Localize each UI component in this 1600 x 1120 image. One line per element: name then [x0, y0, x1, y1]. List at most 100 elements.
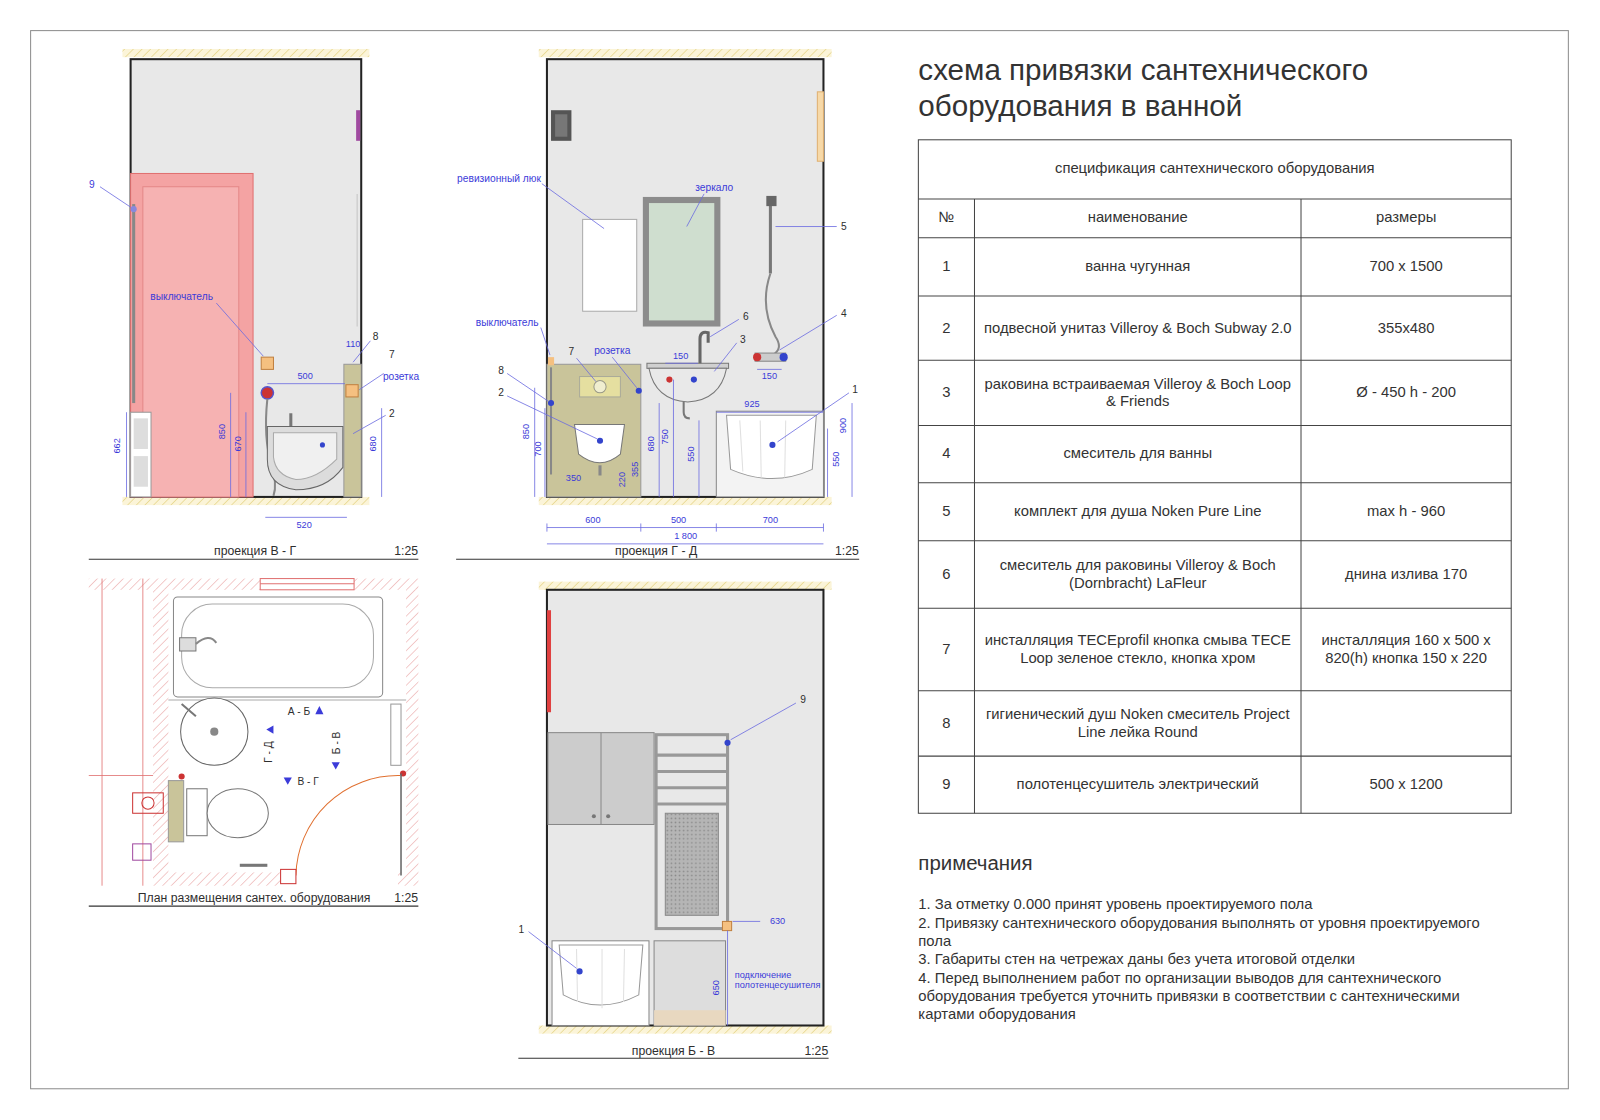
- table-cell: днина излива 170: [1301, 541, 1511, 608]
- elevation-view-g-d-shape: [547, 364, 641, 497]
- elevation-view-g-d: [456, 49, 859, 559]
- elevation-view-b-g-shape: [273, 433, 336, 480]
- dimension-value: 150: [762, 371, 777, 382]
- note-text: 2. Привязку сантехнического оборудования…: [918, 913, 1510, 950]
- elevation-view-g-d-shape: [612, 357, 636, 388]
- table-cell: Ø - 450 h - 200: [1301, 360, 1511, 425]
- dimension-value: 680: [646, 436, 657, 451]
- elevation-view-g-d-shape: [673, 380, 674, 497]
- elevation-view-g-d-shape: [823, 523, 824, 531]
- callout-number: 8: [498, 365, 504, 377]
- specification-table-shape: [918, 198, 1511, 199]
- note-text: 3. Габариты стен на четрежах даны без уч…: [918, 950, 1510, 968]
- elevation-view-g-d-shape: [597, 438, 603, 444]
- dimension-value: 680: [368, 436, 379, 451]
- dimension-value: 500: [671, 515, 686, 526]
- elevation-view-g-d-shape: [507, 396, 597, 439]
- elevation-view-g-d-shape: [780, 353, 788, 361]
- sheet-title: схема привязки сантехнического оборудова…: [918, 51, 1469, 124]
- note-text: 4. Перед выполнением работ по организаци…: [918, 968, 1510, 1023]
- table-cell: 4: [918, 426, 974, 483]
- floor-plan-shape: [187, 789, 207, 836]
- specification-table: [918, 140, 1511, 813]
- column-header: размеры: [1301, 199, 1511, 238]
- table-cell: смеситель для раковины Villeroy & Boch (…: [974, 541, 1301, 608]
- table-cell: инсталляция TECEprofil кнопка смыва TECE…: [974, 608, 1301, 691]
- elevation-view-g-d-shape: [666, 377, 672, 383]
- table-cell: max h - 960: [1301, 483, 1511, 541]
- column-header: наименование: [974, 199, 1301, 238]
- elevation-view-g-d-shape: [539, 497, 832, 505]
- elevation-view-g-d-shape: [636, 388, 642, 394]
- elevation-view-g-d-shape: [544, 408, 545, 497]
- elevation-view-b-v-shape: [601, 733, 602, 825]
- elevation-view-b-v-shape: [656, 754, 727, 757]
- elevation-view-b-g-shape: [267, 383, 345, 384]
- elevation-view-b-v-shape: [559, 945, 643, 1005]
- elevation-view-g-d-shape: [577, 358, 596, 381]
- floor-plan-shape: [332, 762, 340, 769]
- elevation-view-g-d-shape: [852, 403, 853, 497]
- floor-plan-shape: [179, 773, 185, 779]
- elevation-view-g-d-shape: [684, 402, 690, 418]
- specification-table-shape: [918, 295, 1511, 296]
- elevation-view-b-g: [89, 49, 419, 559]
- dimension-value: 850: [521, 424, 532, 439]
- elevation-view-g-d-shape: [580, 377, 621, 397]
- dimension-value: 850: [217, 424, 228, 439]
- elevation-view-b-g-shape: [131, 173, 253, 496]
- scale-label: 1:25: [804, 1045, 828, 1059]
- sheet-border: [31, 31, 1569, 1089]
- floor-plan-shape: [207, 789, 268, 838]
- dimension-value: 500: [297, 371, 312, 382]
- floor-plan-shape: [142, 579, 143, 886]
- elevation-view-g-d-shape: [647, 363, 729, 368]
- specification-table-shape: [918, 237, 1511, 238]
- table-cell: инсталляция 160 x 500 x 820(h) кнопка 15…: [1301, 608, 1511, 691]
- annotation-label: зеркало: [695, 182, 733, 194]
- floor-plan-shape: [210, 728, 218, 736]
- elevation-view-g-d-shape: [548, 357, 554, 365]
- elevation-view-b-g-shape: [143, 187, 239, 497]
- elevation-view-g-d-shape: [766, 196, 776, 206]
- elevation-view-b-v-shape: [577, 949, 578, 1002]
- floor-plan-shape: [133, 793, 164, 813]
- floor-plan-shape: [398, 872, 406, 885]
- elevation-view-b-v-shape: [552, 941, 649, 1026]
- specification-table-shape: [918, 608, 1511, 609]
- scale-label: 1:25: [394, 892, 418, 906]
- elevation-view-b-g-shape: [357, 194, 358, 327]
- view-marker: Б - В: [331, 732, 343, 755]
- elevation-view-b-g-shape: [216, 303, 263, 356]
- elevation-view-b-v-shape: [727, 931, 728, 1026]
- annotation-label: розетка: [594, 345, 630, 357]
- table-cell: 5: [918, 483, 974, 541]
- dimension-value: 600: [585, 515, 600, 526]
- table-cell: подвесной унитаз Villeroy & Boch Subway …: [974, 296, 1301, 360]
- floor-plan-shape: [182, 704, 196, 716]
- floor-plan-shape: [296, 775, 400, 875]
- scale-label: 1:25: [394, 545, 418, 559]
- elevation-view-b-v-shape: [656, 735, 727, 929]
- elevation-view-b-g-shape: [122, 497, 369, 505]
- elevation-view-g-d-shape: [594, 381, 606, 393]
- elevation-view-g-d-shape: [551, 110, 571, 141]
- dimension-value: 662: [112, 438, 123, 453]
- elevation-view-b-v-shape: [606, 814, 610, 818]
- elevation-view-g-d-shape: [550, 367, 552, 474]
- floor-plan-shape: [281, 869, 296, 883]
- callout-number: 6: [743, 310, 749, 322]
- dimension-value: 550: [686, 446, 697, 461]
- elevation-view-b-v-shape: [656, 803, 727, 806]
- view-marker: А - Б: [288, 705, 311, 717]
- elevation-view-g-d-shape: [547, 59, 824, 497]
- elevation-view-b-g-shape: [356, 110, 360, 141]
- table-cell: раковина встраиваемая Villeroy & Boch Lo…: [974, 360, 1301, 425]
- elevation-view-g-d-shape: [539, 49, 832, 57]
- dimension-value: 700: [532, 441, 543, 456]
- elevation-view-g-d-shape: [760, 420, 761, 477]
- annotation-label: выключатель: [476, 317, 539, 329]
- dimension-value: 700: [763, 515, 778, 526]
- floor-plan-shape: [102, 579, 103, 886]
- callout-number: 1: [852, 384, 858, 396]
